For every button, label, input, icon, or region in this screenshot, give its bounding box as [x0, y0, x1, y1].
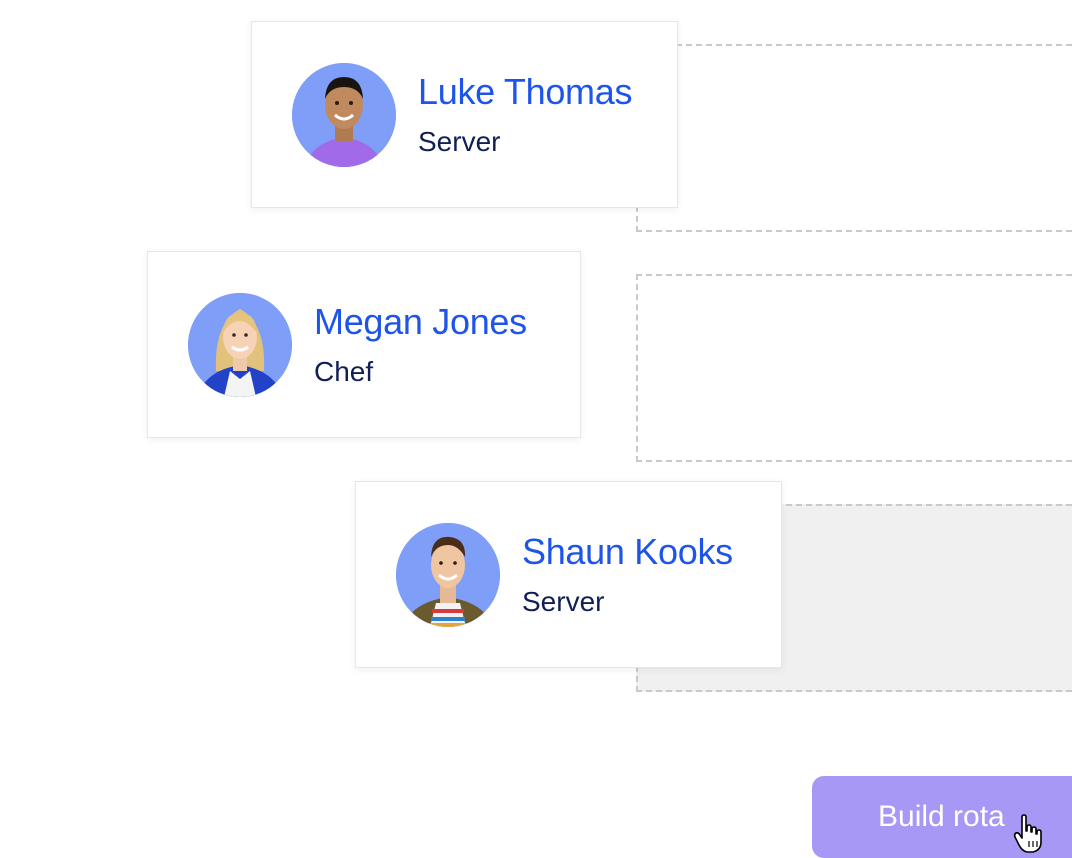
employee-name: Shaun Kooks: [522, 530, 733, 572]
employee-name: Megan Jones: [314, 300, 527, 342]
employee-role: Server: [418, 125, 501, 157]
employee-card-megan-jones[interactable]: Megan Jones Chef: [147, 251, 581, 438]
employee-card-luke-thomas[interactable]: Luke Thomas Server: [251, 21, 678, 208]
employee-card-shaun-kooks[interactable]: Shaun Kooks Server: [355, 481, 782, 668]
avatar-luke-thomas-icon: [292, 62, 396, 167]
avatar-shaun-kooks-icon: [396, 522, 500, 627]
build-rota-button[interactable]: Build rota: [812, 776, 1072, 858]
employee-role: Chef: [314, 355, 374, 387]
hand-pointer-icon: [1013, 814, 1042, 853]
avatar-megan-jones-icon: [188, 292, 292, 397]
employee-name: Luke Thomas: [418, 70, 633, 112]
rota-slot-1[interactable]: [636, 44, 1072, 232]
rota-slot-2[interactable]: [636, 274, 1072, 462]
employee-role: Server: [522, 585, 605, 617]
